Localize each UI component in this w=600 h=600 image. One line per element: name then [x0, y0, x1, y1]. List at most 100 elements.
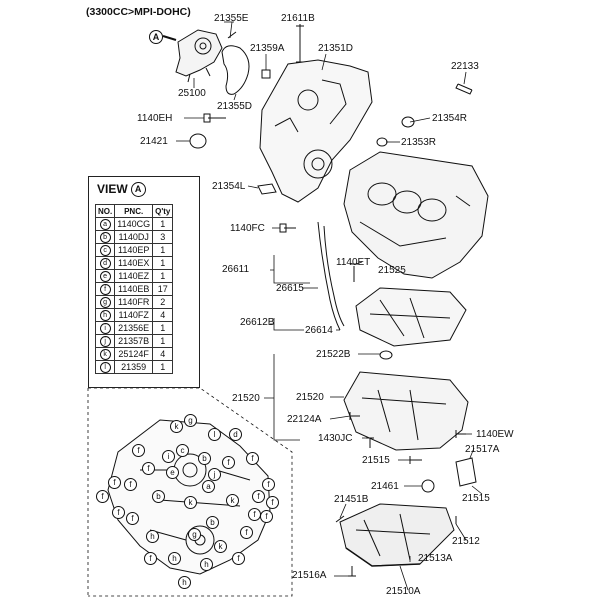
seal-21354r: [401, 116, 415, 128]
row-no-marker: g: [99, 297, 111, 308]
part-label: 1140EW: [476, 429, 514, 440]
row-no: c: [94, 243, 116, 257]
callout: b: [198, 452, 211, 465]
row-no: i: [94, 321, 116, 335]
row-no: d: [94, 256, 116, 270]
part-label: 26611: [222, 264, 250, 275]
row-qty: 2: [152, 295, 174, 309]
seal-21353r: [376, 137, 388, 147]
view-title-text: VIEW: [97, 182, 128, 196]
part-label: 26614: [305, 325, 333, 336]
row-no: g: [94, 295, 116, 309]
row-pnc: 1140EP: [114, 243, 154, 257]
part-label: 21510A: [386, 586, 421, 597]
part-label: 21421: [140, 136, 168, 147]
lower-oil-pan: [339, 503, 455, 567]
seal-21354l: [257, 183, 277, 195]
water-pump: [175, 29, 223, 83]
callout: f: [248, 508, 261, 521]
row-no-marker: i: [99, 323, 111, 334]
o-ring: [227, 31, 237, 39]
row-no-marker: b: [99, 232, 111, 243]
callout: g: [184, 414, 197, 427]
row-no-marker: a: [99, 219, 111, 230]
row-no-marker: f: [99, 284, 111, 295]
callout: h: [178, 576, 191, 589]
row-qty: 4: [152, 347, 174, 361]
part-label: 21512: [452, 536, 480, 547]
row-no-marker: l: [99, 362, 111, 373]
callout: k: [170, 420, 183, 433]
stud-21611b: [296, 24, 304, 63]
row-qty: 1: [152, 217, 174, 231]
row-qty: 1: [152, 269, 174, 283]
pump-gasket: [221, 45, 250, 95]
part-label: 1140ET: [336, 257, 371, 268]
part-label: 22133: [451, 61, 479, 72]
callout: f: [262, 478, 275, 491]
callout: i: [162, 450, 175, 463]
part-label: 25100: [178, 88, 206, 99]
col-qty: Q'ty: [152, 204, 174, 218]
callout: g: [188, 528, 201, 541]
col-no: NO.: [94, 204, 116, 218]
bolt-1140fc: [279, 223, 296, 233]
oring-21421: [189, 133, 207, 149]
callout: f: [132, 444, 145, 457]
ladder-frame: [355, 287, 467, 347]
row-pnc: 21359: [114, 360, 154, 374]
callout: f: [96, 490, 109, 503]
part-label: 21355E: [214, 13, 249, 24]
row-no-marker: d: [99, 258, 111, 269]
row-pnc: 1140EB: [114, 282, 154, 296]
row-pnc: 25124F: [114, 347, 154, 361]
callout: f: [240, 526, 253, 539]
row-pnc: 1140EZ: [114, 269, 154, 283]
callout: k: [184, 496, 197, 509]
bolt-21451b: [335, 515, 345, 523]
row-no: h: [94, 308, 116, 322]
part-label: 21355D: [217, 101, 253, 112]
row-qty: 4: [152, 308, 174, 322]
callout: k: [226, 494, 239, 507]
part-label: 1430JC: [318, 433, 353, 444]
cylinder-block: [343, 151, 489, 279]
callout: f: [126, 512, 139, 525]
callout: a: [202, 480, 215, 493]
callout: f: [266, 496, 279, 509]
callout: f: [222, 456, 235, 469]
part-label: 26615: [276, 283, 304, 294]
oring-21522b: [379, 350, 393, 360]
part-label: 21461: [371, 481, 399, 492]
part-label: 1140EH: [137, 113, 173, 124]
part-label: 26612B: [240, 317, 275, 328]
bolt-22133: [455, 83, 473, 95]
part-label: 21354L: [212, 181, 246, 192]
row-no: k: [94, 347, 116, 361]
part-label: 21515: [462, 493, 490, 504]
row-pnc: 21356E: [114, 321, 154, 335]
row-qty: 1: [152, 321, 174, 335]
callout: l: [208, 428, 221, 441]
row-no-marker: j: [99, 336, 111, 347]
part-label: 22124A: [287, 414, 322, 425]
callout: f: [112, 506, 125, 519]
part-label: 21611B: [281, 13, 315, 24]
part-label: 1140FC: [230, 223, 265, 234]
part-label: 21351D: [318, 43, 354, 54]
row-no: b: [94, 230, 116, 244]
part-label: 21520: [232, 393, 260, 404]
view-outline: [87, 387, 293, 597]
bracket-21517a: [455, 457, 477, 487]
